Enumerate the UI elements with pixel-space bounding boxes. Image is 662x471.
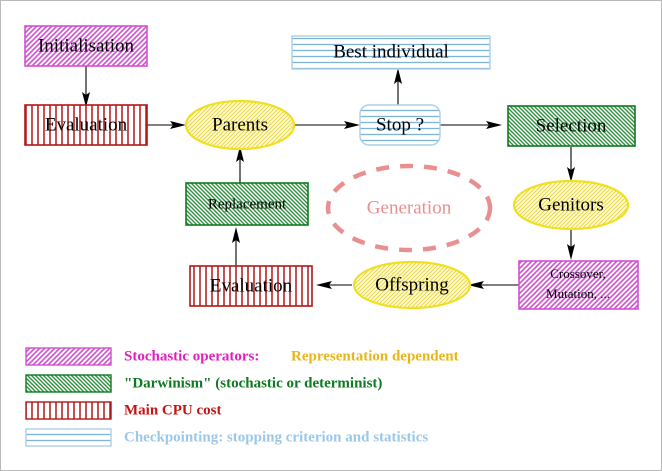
legend-label-main-cpu-cost: Main CPU cost <box>124 402 222 418</box>
node-genitors-label: Genitors <box>538 194 603 215</box>
node-evaluation-bottom[interactable]: Evaluation <box>189 265 313 307</box>
node-genitors[interactable]: Genitors <box>512 179 630 231</box>
node-stop[interactable]: Stop ? <box>359 104 441 146</box>
legend-swatch-red-vertical <box>25 401 112 420</box>
node-best-individual[interactable]: Best individual <box>291 35 491 70</box>
node-replacement-label: Replacement <box>208 196 287 212</box>
edge-genitors-to-crossover <box>567 227 575 260</box>
edges-layer <box>82 65 575 289</box>
node-crossover-mutation[interactable]: Crossover, Mutation, ... <box>518 260 639 310</box>
edge-offspring-to-evaluation <box>316 281 352 289</box>
node-initialisation[interactable]: Initialisation <box>24 25 148 67</box>
node-offspring-label: Offspring <box>375 274 449 295</box>
legend-row-darwinism: "Darwinism" (stochastic or determinist) <box>25 374 382 393</box>
edge-parents-to-stop <box>293 121 360 129</box>
legend-swatch-green-hatch <box>25 374 112 393</box>
edge-stop-to-best-individual <box>394 68 402 105</box>
legend-label-darwinism: "Darwinism" (stochastic or determinist) <box>124 375 382 391</box>
edge-crossover-to-offspring <box>468 281 519 289</box>
legend-row-checkpointing: Checkpointing: stopping criterion and st… <box>25 428 428 447</box>
edge-evaluation-to-parents <box>147 121 186 129</box>
node-evaluation-bottom-label: Evaluation <box>210 275 293 296</box>
edge-stop-to-selection <box>440 121 502 129</box>
edge-replacement-to-parents <box>236 146 244 183</box>
node-crossover-mutation-label-line2: Mutation, ... <box>546 286 610 301</box>
node-generation: Generation <box>325 163 493 253</box>
node-evaluation-top[interactable]: Evaluation <box>24 104 148 146</box>
legend-label-checkpointing: Checkpointing: stopping criterion and st… <box>124 429 428 445</box>
node-evaluation-top-label: Evaluation <box>45 114 128 135</box>
edge-initialisation-to-evaluation <box>82 65 90 107</box>
node-parents[interactable]: Parents <box>184 99 296 151</box>
node-best-individual-label: Best individual <box>333 41 449 62</box>
node-initialisation-label: Initialisation <box>38 35 135 56</box>
node-replacement[interactable]: Replacement <box>185 182 309 226</box>
node-stop-label: Stop ? <box>376 114 424 135</box>
node-crossover-mutation-label-line1: Crossover, <box>550 266 605 281</box>
edge-evaluation-to-replacement <box>232 227 240 266</box>
node-parents-label: Parents <box>212 114 268 135</box>
legend-row-stochastic-operators: Stochastic operators: Representation dep… <box>25 347 459 366</box>
legend-swatch-magenta-hatch <box>25 347 112 366</box>
node-selection-label: Selection <box>536 115 607 136</box>
node-selection[interactable]: Selection <box>507 105 636 147</box>
node-generation-label: Generation <box>367 197 452 218</box>
node-offspring[interactable]: Offspring <box>352 260 472 310</box>
legend-row-main-cpu-cost: Main CPU cost <box>25 401 222 420</box>
legend: Stochastic operators: Representation dep… <box>25 347 459 447</box>
legend-label-stochastic-operators: Stochastic operators: <box>124 348 259 364</box>
edge-selection-to-genitors <box>567 147 575 182</box>
legend-swatch-blue-horizontal <box>25 428 112 447</box>
legend-label-representation-dependent: Representation dependent <box>291 348 459 364</box>
